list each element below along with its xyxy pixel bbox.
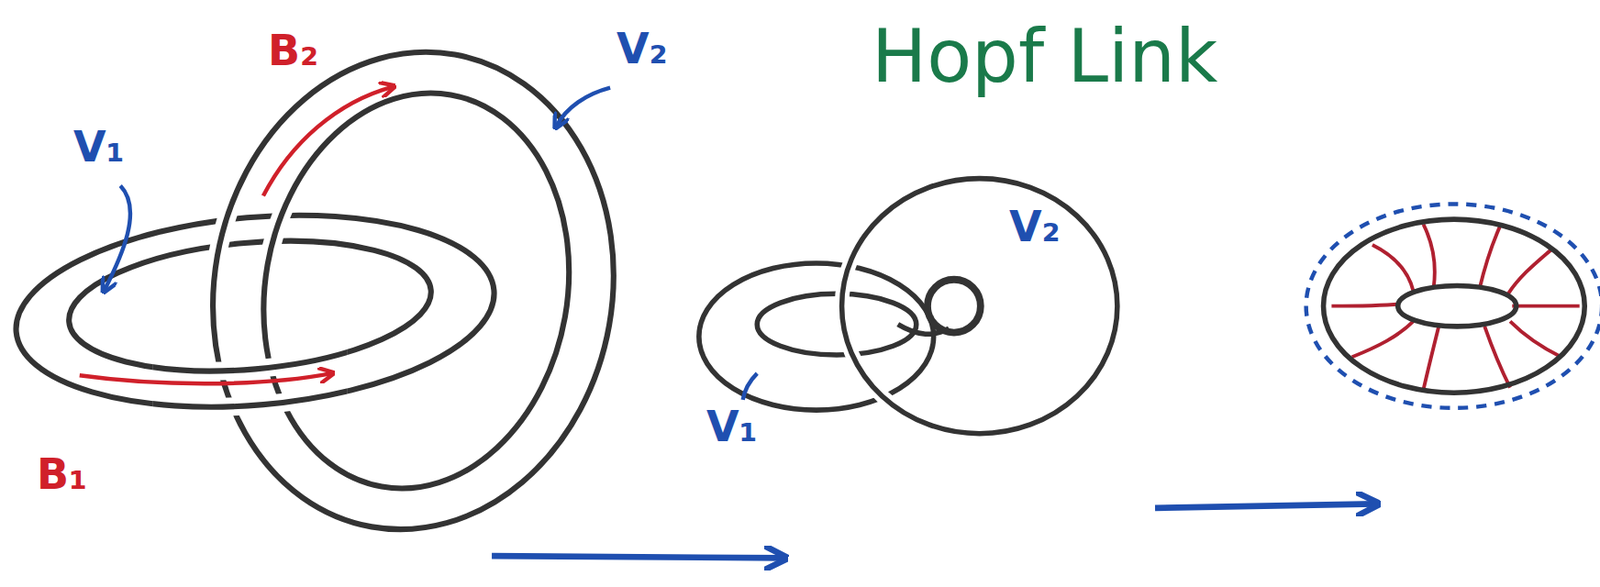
part-label: V₂: [616, 25, 668, 73]
transition-arrow: [1155, 503, 1376, 508]
vertical-band: [175, 20, 651, 562]
part-label: V₂: [1009, 203, 1061, 251]
leader-line: [555, 88, 611, 127]
transition-arrow: [491, 555, 784, 558]
direction-arrow: [79, 373, 333, 384]
band-front: [153, 346, 347, 426]
direction-arrow: [263, 87, 393, 197]
torus: [1323, 219, 1586, 393]
meridian-curves: [1331, 224, 1579, 390]
part-label: B₁: [36, 451, 88, 499]
leader-line: [103, 185, 131, 291]
part-label: B₂: [267, 27, 319, 75]
leader-line: [743, 373, 758, 400]
diagram-title: Hopf Link: [871, 16, 1218, 98]
dashed-boundary: [1306, 203, 1600, 408]
part-label: V₁: [73, 123, 125, 171]
part-label: V₁: [706, 403, 758, 451]
solid-tori: [699, 178, 1118, 434]
